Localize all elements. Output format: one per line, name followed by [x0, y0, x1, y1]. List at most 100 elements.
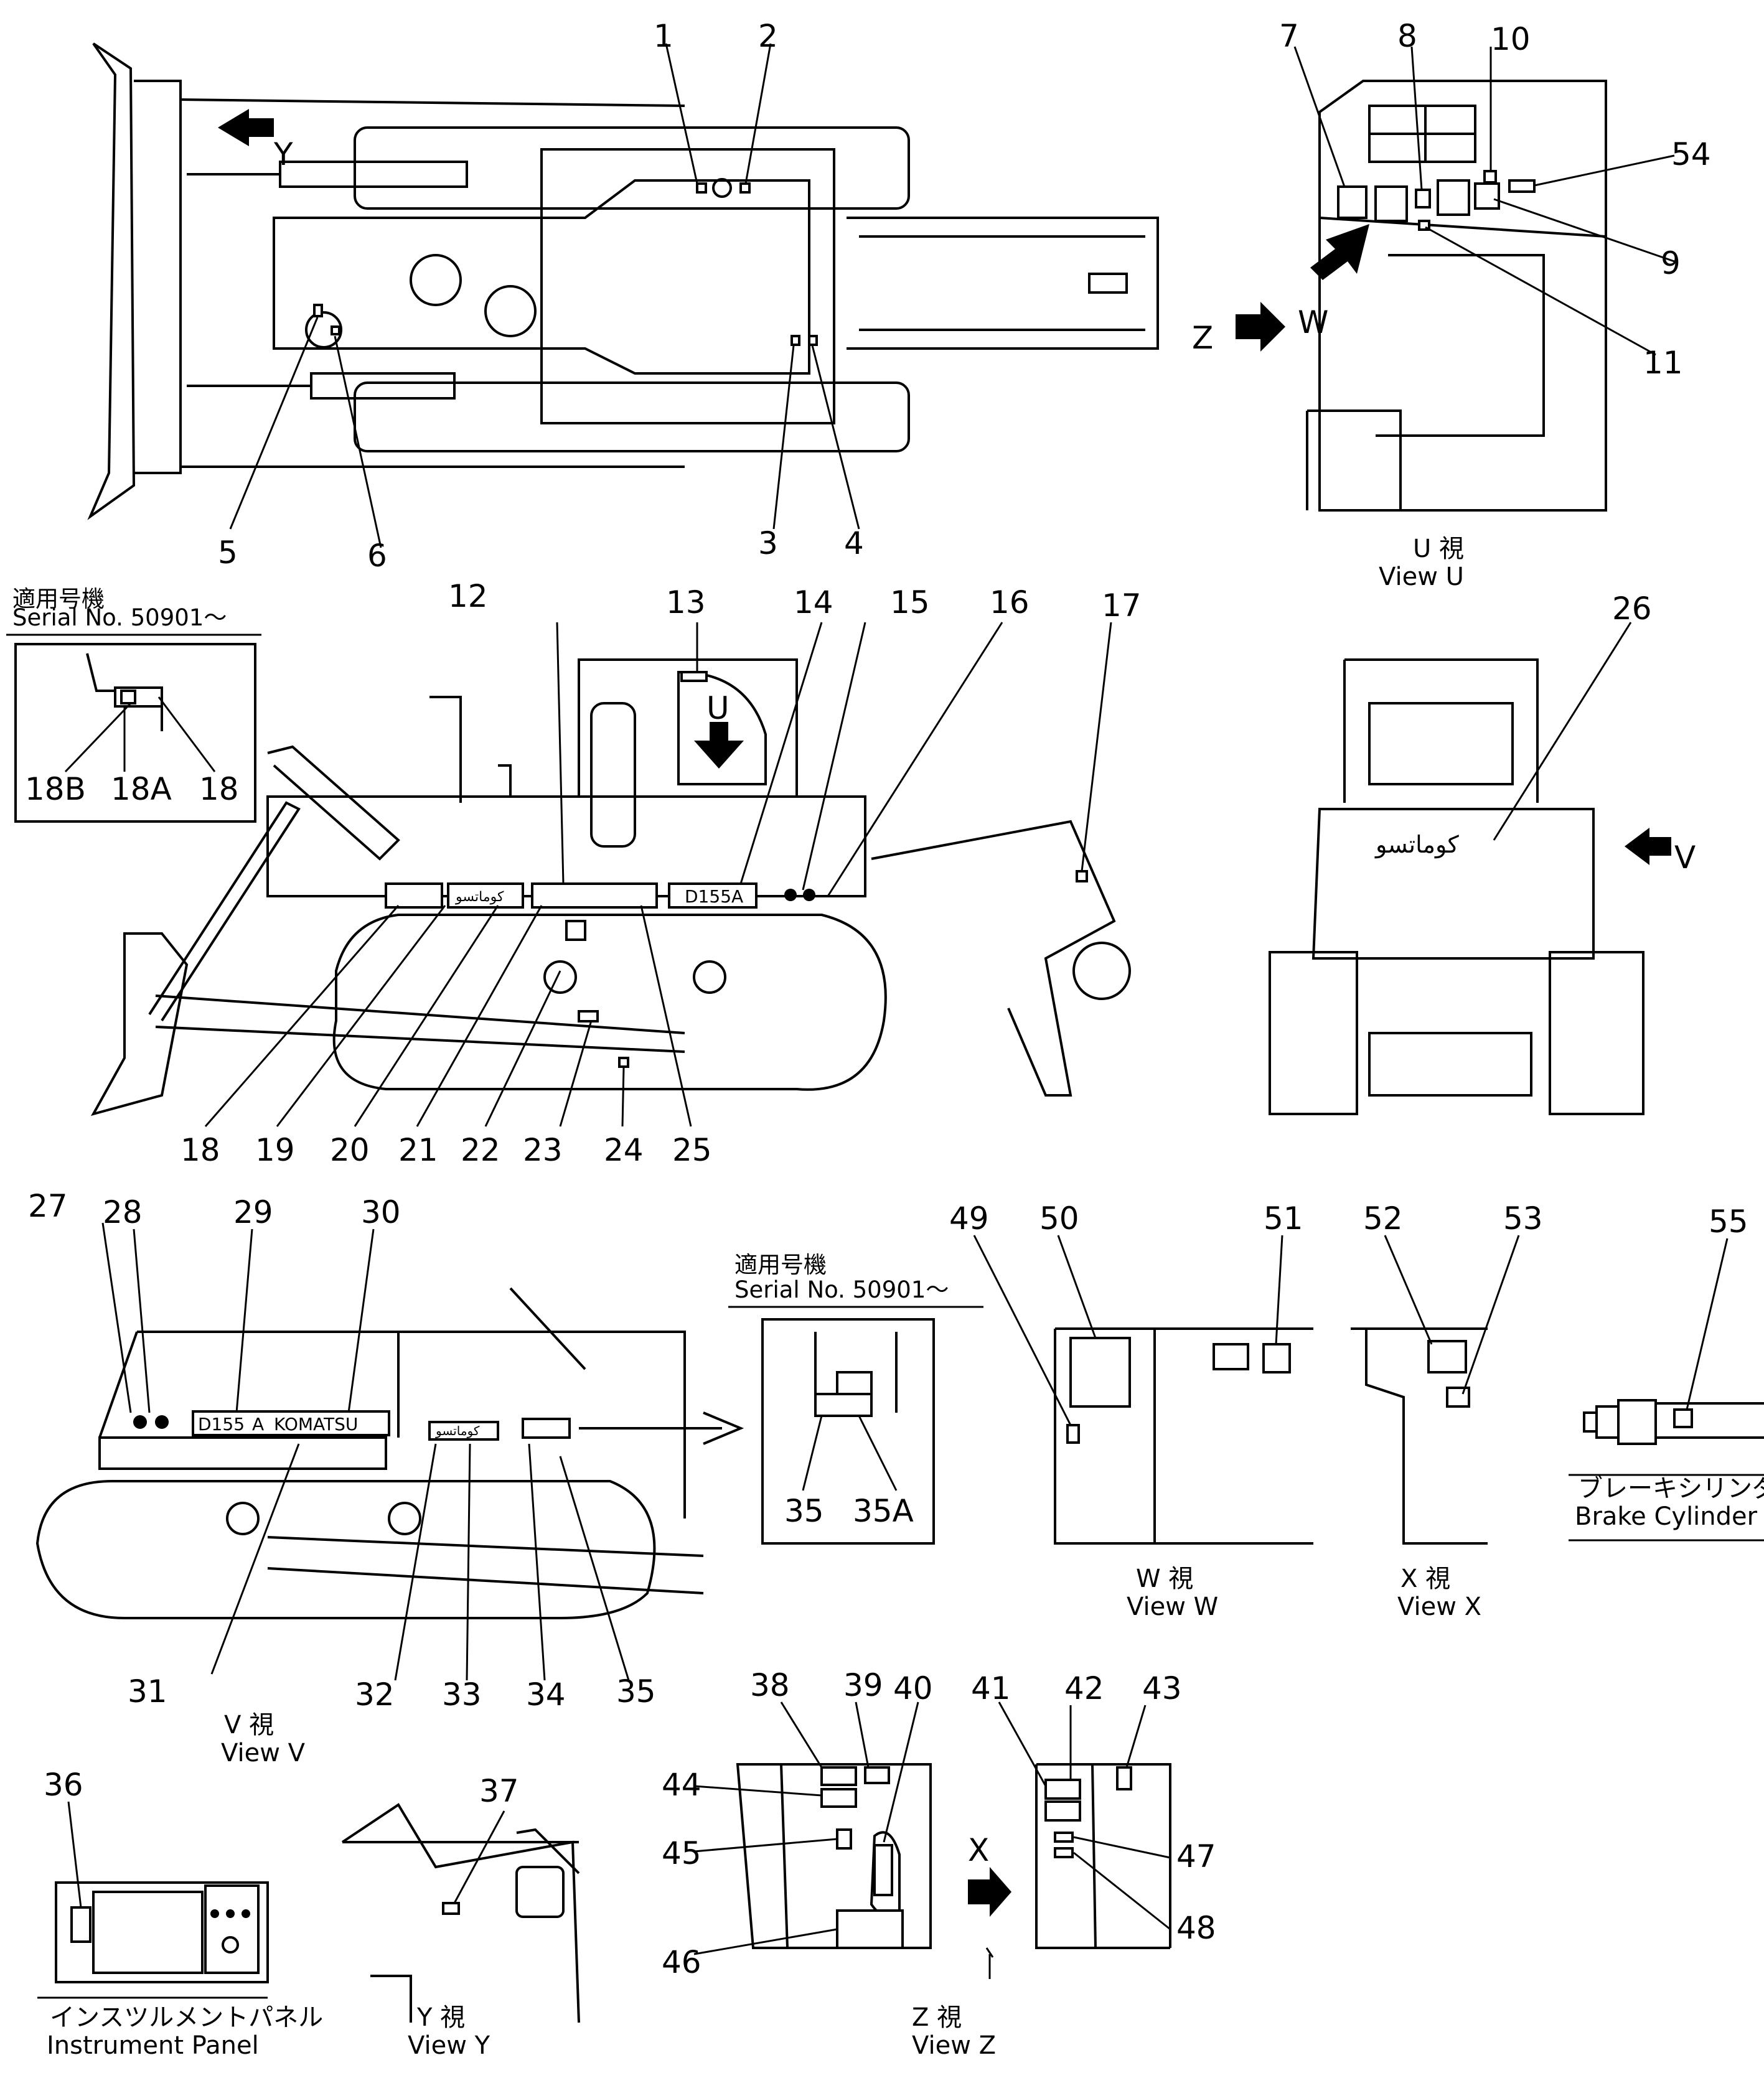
side-model-decal: D155A — [685, 886, 743, 907]
callout-22: 22 — [461, 1132, 500, 1168]
side-view: كوماتسو D155A U — [90, 622, 1131, 1127]
view-v-model-suffix: A — [252, 1414, 264, 1434]
view-z: X — [693, 1701, 1171, 1979]
callout-6: 6 — [367, 538, 387, 574]
view-v-brand-decal: KOMATSU — [274, 1414, 358, 1434]
view-w-caption: View W — [1127, 1593, 1218, 1621]
callout-50: 50 — [1039, 1200, 1079, 1237]
view-x-arrow-label: X — [968, 1832, 989, 1868]
callout-8: 8 — [1397, 18, 1417, 54]
rear-brand-decal: كوماتسو — [1374, 831, 1460, 859]
view-y-jp-caption: Y 視 — [416, 2003, 465, 2032]
panel-caption: Instrument Panel — [47, 2031, 259, 2060]
callout-18: 18 — [181, 1132, 220, 1168]
panel-jp-caption: インスツルメントパネル — [50, 2003, 323, 2032]
callout-35: 35 — [616, 1673, 656, 1710]
callout-10: 10 — [1491, 21, 1531, 57]
top-view: Y — [87, 42, 1159, 548]
callout-35a: 35A — [853, 1493, 914, 1529]
brake-caption: Brake Cylinder — [1575, 1502, 1758, 1531]
callout-20: 20 — [330, 1132, 370, 1168]
callout-31: 31 — [128, 1673, 167, 1710]
view-v-caption: View V — [221, 1739, 306, 1767]
callout-23: 23 — [523, 1132, 563, 1168]
callout-36: 36 — [44, 1767, 83, 1803]
view-x — [1351, 1235, 1520, 1545]
callout-4: 4 — [844, 525, 864, 561]
callout-51: 51 — [1264, 1200, 1303, 1237]
callout-5: 5 — [218, 535, 238, 571]
side-brand-decal: كوماتسو — [455, 889, 504, 905]
callout-14: 14 — [794, 584, 833, 620]
inset-right-serial: Serial No. 50901～ — [734, 1276, 949, 1303]
callout-29: 29 — [233, 1194, 273, 1230]
view-y-caption: View Y — [408, 2031, 490, 2060]
view-z-arrow-label: Z — [1192, 320, 1213, 356]
callout-18b: 18B — [25, 771, 86, 807]
callout-55: 55 — [1709, 1204, 1748, 1240]
callout-38: 38 — [750, 1667, 790, 1703]
view-z-arrow-icon — [1236, 302, 1285, 352]
callout-44: 44 — [662, 1767, 701, 1803]
view-x-caption: View X — [1397, 1593, 1481, 1621]
instrument-panel — [37, 1801, 269, 1999]
view-z-caption: View Z — [912, 2031, 996, 2060]
view-u-jp-caption: U 視 — [1413, 535, 1464, 563]
serial-inset-right: 適用号機 Serial No. 50901～ — [728, 1252, 983, 1545]
brake-jp-caption: ブレーキシリンダ — [1578, 1474, 1764, 1503]
callout-46: 46 — [662, 1944, 701, 1980]
callout-18-inset: 18 — [199, 771, 239, 807]
callout-24: 24 — [604, 1132, 644, 1168]
callout-45: 45 — [662, 1835, 701, 1871]
view-x-jp-caption: X 視 — [1400, 1565, 1450, 1593]
view-w-arrow-label: W — [1298, 304, 1328, 340]
view-v: D155 A KOMATSU كوماتسو — [35, 1222, 744, 1681]
rear-view: كوماتسو V — [1269, 622, 1696, 1115]
inset-left-jp: 適用号機 — [12, 586, 105, 612]
callout-42: 42 — [1064, 1670, 1104, 1706]
callout-40: 40 — [893, 1670, 933, 1706]
brake-cylinder — [1569, 1238, 1764, 1542]
callout-17: 17 — [1102, 587, 1142, 624]
callout-33: 33 — [442, 1677, 482, 1713]
callout-13: 13 — [666, 584, 706, 620]
callout-2: 2 — [758, 18, 778, 54]
callout-26: 26 — [1612, 591, 1652, 627]
callout-16: 16 — [990, 584, 1030, 620]
callout-7: 7 — [1279, 18, 1299, 54]
callout-49: 49 — [949, 1200, 989, 1237]
view-u-arrow-label: U — [706, 690, 730, 726]
callout-34: 34 — [526, 1677, 566, 1713]
view-u-arrow-icon — [694, 722, 744, 769]
callout-52: 52 — [1363, 1200, 1403, 1237]
view-y-arrow-icon — [218, 109, 274, 146]
callout-53: 53 — [1503, 1200, 1543, 1237]
view-w-jp-caption: W 視 — [1136, 1565, 1193, 1593]
callout-21: 21 — [398, 1132, 438, 1168]
callout-18a: 18A — [111, 771, 172, 807]
callout-41: 41 — [971, 1670, 1011, 1706]
view-y — [341, 1803, 580, 2023]
callout-32: 32 — [355, 1677, 395, 1713]
callout-54: 54 — [1671, 136, 1711, 172]
inset-left-serial: Serial No. 50901～ — [12, 604, 227, 631]
view-v-model-decal: D155 — [198, 1414, 245, 1434]
view-v-jp-caption: V 視 — [224, 1711, 274, 1739]
callout-27: 27 — [28, 1188, 68, 1224]
callout-12: 12 — [448, 578, 488, 614]
view-u-caption: View U — [1379, 563, 1464, 591]
view-v-script-decal: كوماتسو — [435, 1423, 480, 1438]
callout-43: 43 — [1142, 1670, 1182, 1706]
callout-15: 15 — [890, 584, 930, 620]
view-v-arrow-label: V — [1674, 840, 1696, 876]
callout-9: 9 — [1661, 245, 1681, 281]
callout-19: 19 — [255, 1132, 295, 1168]
callout-28: 28 — [103, 1194, 143, 1230]
callout-25: 25 — [672, 1132, 712, 1168]
callout-11: 11 — [1643, 345, 1683, 381]
inset-right-jp: 適用号機 — [734, 1252, 827, 1278]
view-v-arrow-icon — [1625, 828, 1671, 865]
view-w — [973, 1235, 1313, 1545]
callout-1: 1 — [654, 18, 673, 54]
